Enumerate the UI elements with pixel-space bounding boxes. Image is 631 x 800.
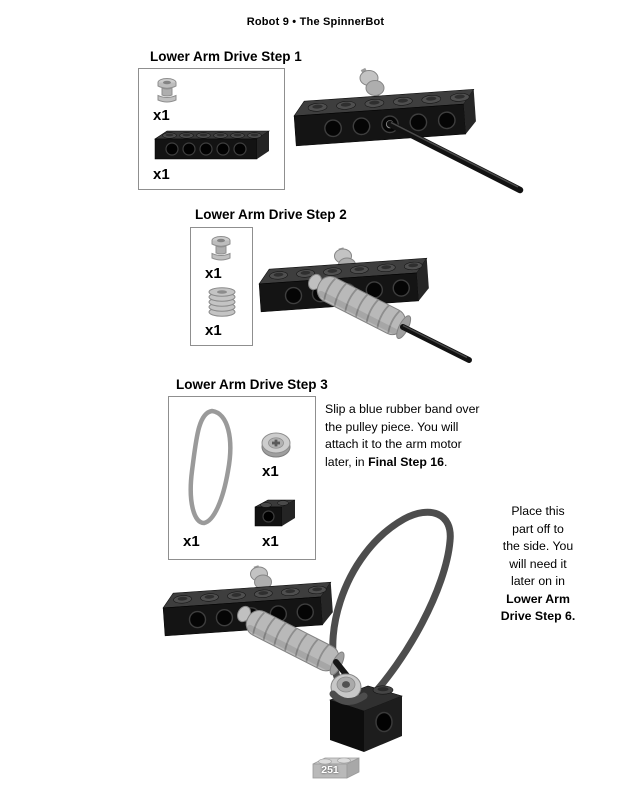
note-line-bold: Lower Arm <box>506 591 570 606</box>
part-quantity: x1 <box>205 322 222 339</box>
part-quantity: x1 <box>262 533 279 550</box>
step3-parts-box: x1 x1 x1 <box>168 396 316 560</box>
part-quantity: x1 <box>262 463 279 480</box>
brick-1x2-part-icon <box>251 495 299 529</box>
step2-parts-box: x1 x1 <box>190 227 253 346</box>
part-quantity: x1 <box>153 166 170 183</box>
rubber-band-note: Slip a blue rubber band over the pulley … <box>325 401 480 471</box>
page-number: 251 <box>321 764 339 776</box>
step1-assembly-illustration <box>283 64 528 194</box>
worm-gear-part-icon <box>203 286 241 318</box>
step2-assembly-illustration <box>253 240 478 365</box>
note-line-bold: Drive Step 6. <box>500 609 576 623</box>
step3-assembly-illustration <box>160 494 480 766</box>
bushing-part-icon <box>209 235 233 263</box>
note-text: . <box>443 454 448 469</box>
step1-parts-box: x1 <box>138 68 285 190</box>
note-line: part off to <box>512 521 564 536</box>
pulley-part-icon <box>257 429 295 461</box>
page-number-brick: 251 <box>308 754 362 782</box>
note-line: will need it <box>509 556 567 571</box>
step3-heading: Lower Arm Drive Step 3 <box>176 377 328 392</box>
part-quantity: x1 <box>153 107 170 124</box>
bushing-part-icon <box>155 77 179 105</box>
note-bold-text: Final Step 16 <box>368 454 444 469</box>
note-line: the side. You <box>502 539 574 553</box>
set-aside-note: Place this part off to the side. You wil… <box>486 503 590 626</box>
step1-heading: Lower Arm Drive Step 1 <box>150 49 302 64</box>
step2-heading: Lower Arm Drive Step 2 <box>195 207 347 222</box>
note-text: Slip a blue rubber band over the pulley … <box>325 402 480 469</box>
part-quantity: x1 <box>205 265 222 282</box>
part-quantity: x1 <box>183 533 200 550</box>
running-head: Robot 9 • The SpinnerBot <box>246 16 385 28</box>
beam-1x6-part-icon <box>151 127 273 163</box>
note-line: later on in <box>510 574 565 588</box>
rubber-band-part-icon <box>177 405 243 529</box>
note-line: Place this <box>511 504 565 518</box>
